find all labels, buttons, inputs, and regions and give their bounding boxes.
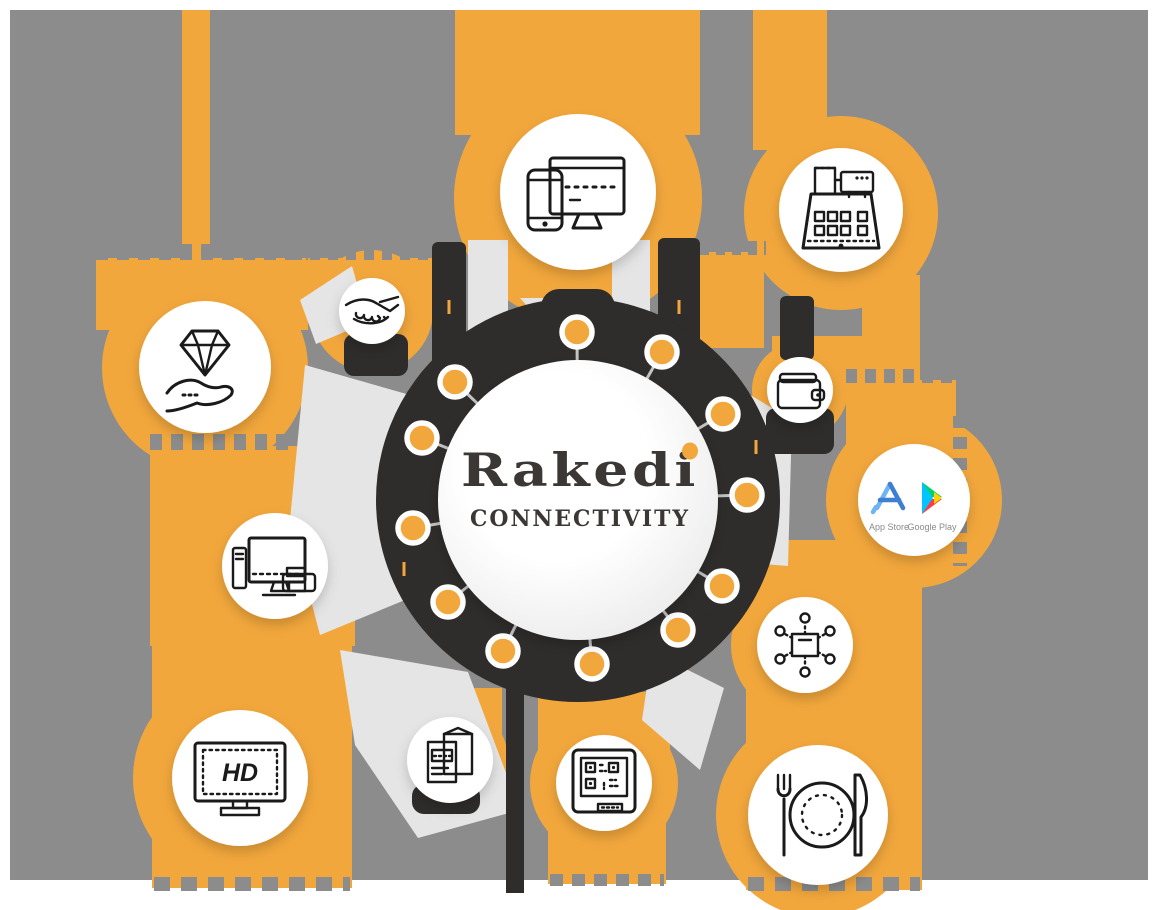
node-premium-service — [139, 301, 271, 433]
node-circle — [858, 444, 970, 556]
hub-center-disc — [438, 360, 718, 640]
connected-devices-icon — [774, 612, 836, 678]
node-multi-device — [500, 114, 656, 270]
app-store-icon — [870, 481, 906, 515]
hd-screen-icon: HD — [193, 741, 287, 817]
brochure-icon — [426, 726, 474, 784]
plate-cutlery-icon — [776, 773, 868, 857]
handshake-icon — [344, 295, 400, 325]
app-store-label: App Store — [869, 522, 909, 532]
hd-label: HD — [222, 759, 258, 787]
qr-kiosk-icon — [571, 748, 637, 814]
brand-i-dot — [682, 442, 698, 460]
node-circle — [779, 148, 903, 272]
wallet-icon — [776, 372, 826, 410]
node-wallet-payments — [767, 357, 833, 423]
node-partnership — [339, 278, 405, 344]
node-circle — [757, 597, 853, 693]
node-circle — [339, 278, 405, 344]
google-play-label: Google Play — [907, 522, 957, 532]
node-circle — [222, 513, 328, 619]
node-restaurant-dining — [748, 745, 888, 885]
node-circle — [748, 745, 888, 885]
workstation-printer-icon — [231, 536, 317, 597]
node-pos-terminal — [779, 148, 903, 272]
hub: Rakedi CONNECTIVITY — [344, 238, 834, 893]
hub-dots — [395, 314, 765, 682]
node-circle — [500, 114, 656, 270]
node-hd-display: HD — [172, 710, 308, 846]
node-desktop-printing — [222, 513, 328, 619]
brand-title: Rakedi — [461, 443, 699, 497]
app-store-google-play-icon: App Store Google Play — [869, 481, 957, 532]
cash-register-icon — [801, 166, 881, 250]
node-network-hub — [757, 597, 853, 693]
devices-icon — [526, 156, 626, 232]
google-play-icon — [922, 482, 942, 514]
node-circle — [139, 301, 271, 433]
node-qr-ordering — [556, 735, 652, 831]
ring-ticks — [402, 300, 758, 576]
node-menu-brochure — [407, 717, 493, 803]
nodes: App Store Google Play — [139, 114, 970, 885]
diamond-hand-icon — [165, 329, 234, 413]
brand-subtitle: CONNECTIVITY — [470, 506, 690, 532]
node-mobile-apps: App Store Google Play — [858, 444, 970, 556]
